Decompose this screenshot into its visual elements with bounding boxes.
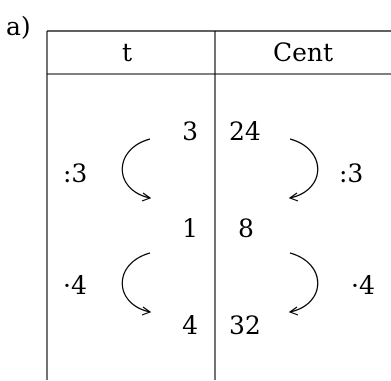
row-3-left-value: 4: [182, 311, 198, 340]
arrowhead-right-divide: [288, 192, 299, 202]
arrowhead-right-multiply: [288, 306, 299, 316]
header-right-column: Cent: [273, 38, 334, 67]
part-label: a): [6, 12, 31, 41]
arc-right-multiply: [289, 252, 319, 313]
operation-right-divide: :3: [339, 159, 364, 188]
operation-left-multiply: ·4: [63, 271, 87, 300]
operation-left-divide: :3: [63, 159, 88, 188]
arrowhead-left-divide: [141, 192, 152, 202]
row-2-left-value: 1: [182, 214, 198, 243]
arc-left-divide: [121, 138, 151, 199]
operation-right-multiply: ·4: [351, 271, 375, 300]
row-1-right-value: 24: [229, 117, 261, 146]
row-1-left-value: 3: [182, 117, 198, 146]
arrowhead-left-multiply: [141, 306, 152, 316]
arc-left-multiply: [121, 252, 151, 313]
row-3-right-value: 32: [229, 311, 261, 340]
header-left-column: t: [122, 38, 133, 67]
arc-right-divide: [289, 138, 319, 199]
row-2-right-value: 8: [238, 214, 254, 243]
